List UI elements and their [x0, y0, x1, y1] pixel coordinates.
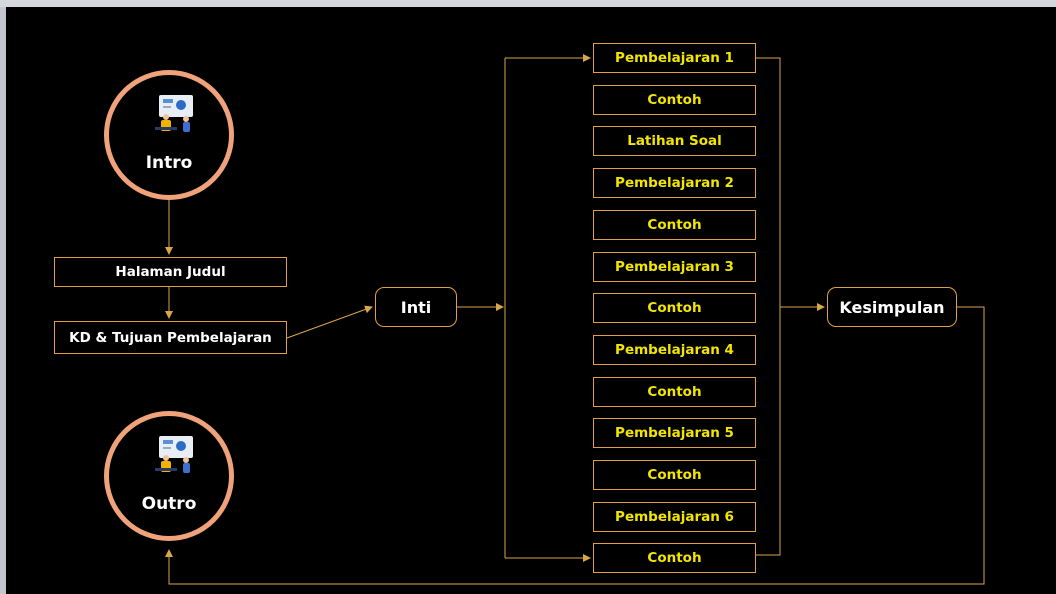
step-box-11: Contoh — [593, 460, 756, 490]
step-box-10: Pembelajaran 5 — [593, 418, 756, 448]
outro-label: Outro — [141, 494, 197, 514]
step-box-13: Contoh — [593, 543, 756, 573]
presenter-illustration-icon — [155, 95, 193, 132]
kd-tujuan-box: KD & Tujuan Pembelajaran — [54, 321, 287, 354]
step-box-1: Pembelajaran 1 — [593, 43, 756, 73]
step-box-6: Pembelajaran 3 — [593, 252, 756, 282]
halaman-judul-box: Halaman Judul — [54, 257, 287, 287]
step-box-7: Contoh — [593, 293, 756, 323]
connector-merge-right — [756, 57, 781, 556]
connector-kesimpulan-loop — [165, 306, 985, 585]
kesimpulan-node: Kesimpulan — [827, 287, 957, 327]
connector-kd-to-inti — [286, 305, 373, 339]
window-frame-top — [0, 0, 1056, 7]
presenter-illustration-icon — [155, 436, 193, 473]
intro-label: Intro — [145, 153, 193, 173]
outro-node: Outro — [104, 411, 234, 541]
step-box-4: Pembelajaran 2 — [593, 168, 756, 198]
step-box-12: Pembelajaran 6 — [593, 502, 756, 532]
window-frame-left — [0, 7, 6, 594]
step-box-8: Pembelajaran 4 — [593, 335, 756, 365]
step-box-9: Contoh — [593, 377, 756, 407]
step-box-3: Latihan Soal — [593, 126, 756, 156]
intro-node: Intro — [104, 70, 234, 200]
step-box-2: Contoh — [593, 85, 756, 115]
step-box-5: Contoh — [593, 210, 756, 240]
inti-node: Inti — [375, 287, 457, 327]
